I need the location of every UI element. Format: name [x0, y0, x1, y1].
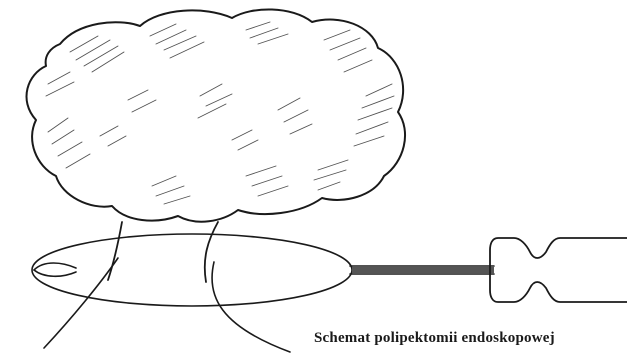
polyp-head	[27, 9, 406, 221]
polyp-shading	[46, 22, 394, 204]
endoscope-tip	[490, 238, 627, 302]
polyp-stalk	[108, 222, 218, 282]
figure-caption: Schemat polipektomii endoskopowej	[314, 330, 555, 347]
snare-catheter	[350, 266, 494, 274]
snare-loop	[32, 234, 352, 306]
